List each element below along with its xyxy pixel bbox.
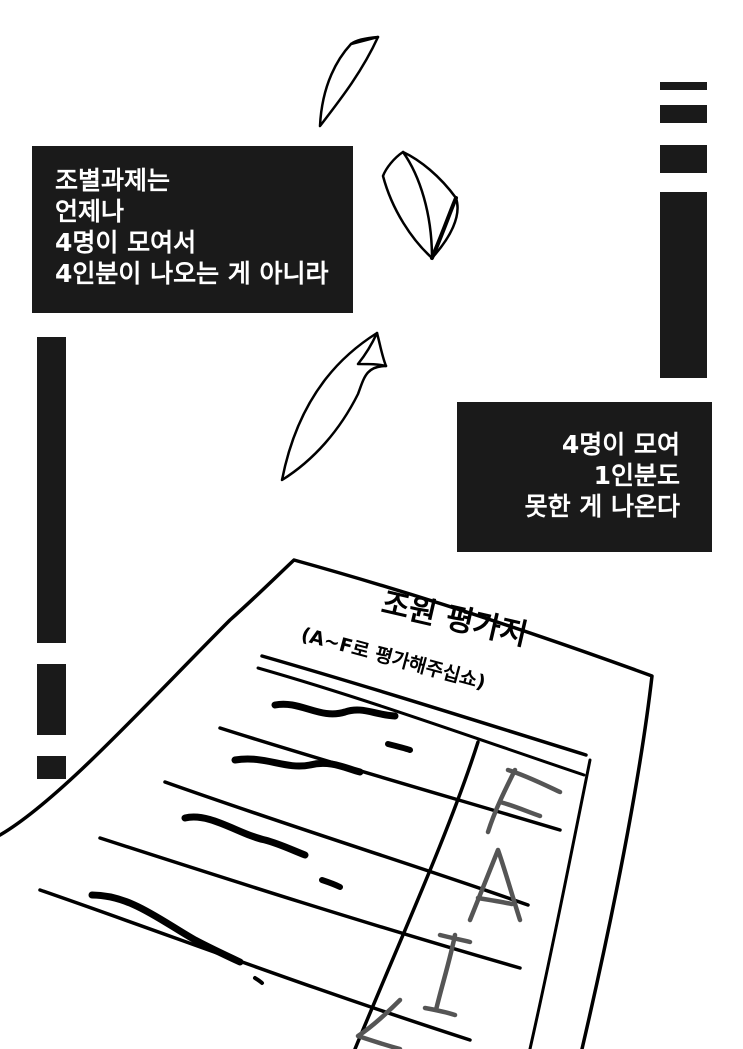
narration-box-left: 조별과제는 언제나 4명이 모여서 4인분이 나오는 게 아니라 [32, 146, 353, 313]
pencil-grade-letters [355, 767, 563, 1049]
narration-line: 언제나 [55, 197, 125, 226]
pencil-letter-a [467, 847, 523, 923]
narration-line: 1인분도 [593, 461, 680, 490]
narration-line: 못한 게 나온다 [524, 492, 680, 521]
paper-scrap-3 [280, 331, 388, 482]
pencil-letter-i [422, 932, 473, 1018]
paper-scrap-2-fold2 [430, 196, 458, 260]
pencil-letter-l [355, 997, 403, 1049]
table-right-edge [528, 758, 592, 1049]
table-row-line-4 [38, 888, 472, 1042]
evaluation-form-sheet [0, 558, 654, 1049]
table-top-line-2 [256, 666, 586, 777]
pencil-letter-f [485, 767, 563, 835]
table-row-line-3 [98, 836, 522, 970]
scribble-3b [319, 877, 343, 890]
scribble-2 [231, 755, 364, 776]
paper-scrap-3-fold [356, 331, 388, 368]
form-title: 조원 평가지 [378, 586, 531, 653]
table-column-line [353, 740, 480, 1049]
right-dash-border [660, 82, 707, 378]
sheet-outline [0, 558, 654, 1049]
table-row-line-2 [163, 780, 530, 907]
scribble-4 [88, 891, 244, 966]
scribble-1 [271, 700, 399, 720]
paper-scrap-2 [381, 150, 459, 260]
narration-line: 4명이 모여 [561, 430, 680, 459]
flying-paper-scraps [280, 35, 459, 482]
left-dash-border [37, 337, 66, 779]
narration-line: 4명이 모여서 [55, 228, 197, 257]
narration-box-right: 4명이 모여 1인분도 못한 게 나온다 [457, 402, 712, 552]
scribble-4b [253, 976, 264, 985]
table-row-line-1 [218, 726, 562, 832]
narration-line: 조별과제는 [55, 166, 171, 195]
paper-scrap-2-fold [401, 150, 434, 260]
scribble-3 [181, 813, 309, 859]
paper-scrap-1-edge [349, 35, 380, 46]
paper-scrap-1 [318, 35, 380, 128]
table-top-line [260, 654, 588, 757]
narration-line: 4인분이 나오는 게 아니라 [55, 259, 329, 288]
scribble-1b [385, 741, 413, 753]
